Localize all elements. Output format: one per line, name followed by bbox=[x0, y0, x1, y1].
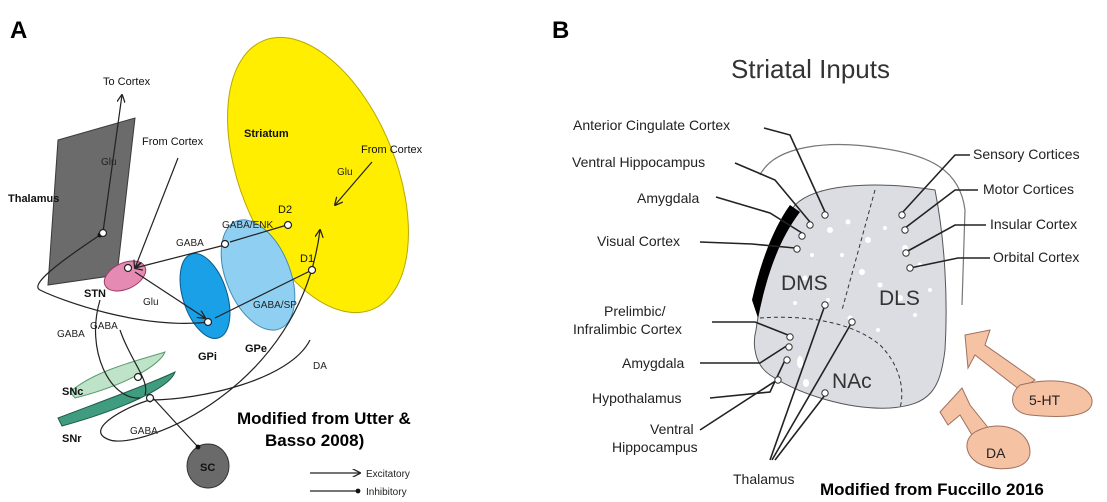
d1-label: D1 bbox=[300, 253, 314, 265]
gaba-enk-label: GABA/ENK bbox=[222, 220, 273, 231]
glu-striatum-label: Glu bbox=[337, 167, 353, 178]
gpi-label: GPi bbox=[198, 351, 217, 363]
panel-a: A Striatum Thalamus GPi GPe STN SNc SNr … bbox=[8, 11, 445, 498]
panel-b: B Striatal Inputs DMS DLS NAc bbox=[552, 17, 1092, 499]
gaba-label-1: GABA bbox=[176, 238, 204, 249]
serotonin-label: 5-HT bbox=[1029, 392, 1061, 408]
serotonin-input: 5-HT bbox=[965, 330, 1092, 416]
excitatory-legend-label: Excitatory bbox=[366, 469, 410, 480]
input-thalamus: Thalamus bbox=[733, 471, 794, 487]
panel-b-title: Striatal Inputs bbox=[731, 54, 890, 84]
input-prelimbic-line1: Prelimbic/ bbox=[604, 303, 666, 319]
panel-b-credit: Modified from Fuccillo 2016 bbox=[820, 480, 1044, 499]
input-ventral-hippocampus-1: Ventral Hippocampus bbox=[572, 154, 705, 170]
thalamus-shape bbox=[48, 118, 135, 285]
input-ventral-hippocampus-2-line2: Hippocampus bbox=[612, 439, 698, 455]
glu-thalamus-label: Glu bbox=[101, 157, 117, 168]
dls-label: DLS bbox=[879, 287, 920, 310]
gaba-sp-label: GABA/SP bbox=[253, 300, 297, 311]
input-motor-cortices: Motor Cortices bbox=[983, 181, 1074, 197]
dopamine-label: DA bbox=[986, 445, 1006, 461]
input-sensory-cortices: Sensory Cortices bbox=[973, 146, 1080, 162]
glu-stn-label: Glu bbox=[143, 297, 159, 308]
input-amygdala-2: Amygdala bbox=[622, 355, 684, 371]
snr-label: SNr bbox=[62, 433, 82, 445]
striatum-label: Striatum bbox=[244, 128, 289, 140]
input-insular-cortex: Insular Cortex bbox=[990, 216, 1077, 232]
panel-a-legend: Excitatory Inhibitory bbox=[310, 469, 410, 498]
d2-label: D2 bbox=[278, 204, 292, 216]
sc-label: SC bbox=[200, 462, 215, 474]
input-prelimbic-line2: Infralimbic Cortex bbox=[573, 321, 682, 337]
gaba-label-2: GABA bbox=[90, 321, 118, 332]
da-label: DA bbox=[313, 361, 327, 372]
gpe-label: GPe bbox=[245, 343, 267, 355]
input-visual-cortex: Visual Cortex bbox=[597, 233, 680, 249]
dms-label: DMS bbox=[781, 272, 828, 295]
inhibitory-legend-label: Inhibitory bbox=[366, 487, 407, 498]
input-orbital-cortex: Orbital Cortex bbox=[993, 249, 1079, 265]
from-cortex-left-label: From Cortex bbox=[142, 136, 204, 148]
input-hypothalamus: Hypothalamus bbox=[592, 390, 682, 406]
thalamus-label: Thalamus bbox=[8, 193, 59, 205]
snc-label: SNc bbox=[62, 386, 83, 398]
input-anterior-cingulate: Anterior Cingulate Cortex bbox=[573, 117, 730, 133]
gaba-label-4: GABA bbox=[130, 426, 158, 437]
panel-a-credit-line2: Basso 2008) bbox=[265, 431, 364, 450]
panel-b-letter: B bbox=[552, 17, 569, 44]
nac-label: NAc bbox=[832, 370, 872, 393]
from-cortex-right-label: From Cortex bbox=[361, 144, 423, 156]
panel-a-letter: A bbox=[10, 17, 27, 44]
input-ventral-hippocampus-2-line1: Ventral bbox=[650, 421, 694, 437]
gaba-label-3: GABA bbox=[57, 329, 85, 340]
input-amygdala-1: Amygdala bbox=[637, 190, 699, 206]
serotonin-arrow bbox=[965, 330, 1035, 390]
stn-label: STN bbox=[84, 288, 106, 300]
panel-a-credit-line1: Modified from Utter & bbox=[237, 409, 411, 428]
to-cortex-label: To Cortex bbox=[103, 76, 151, 88]
